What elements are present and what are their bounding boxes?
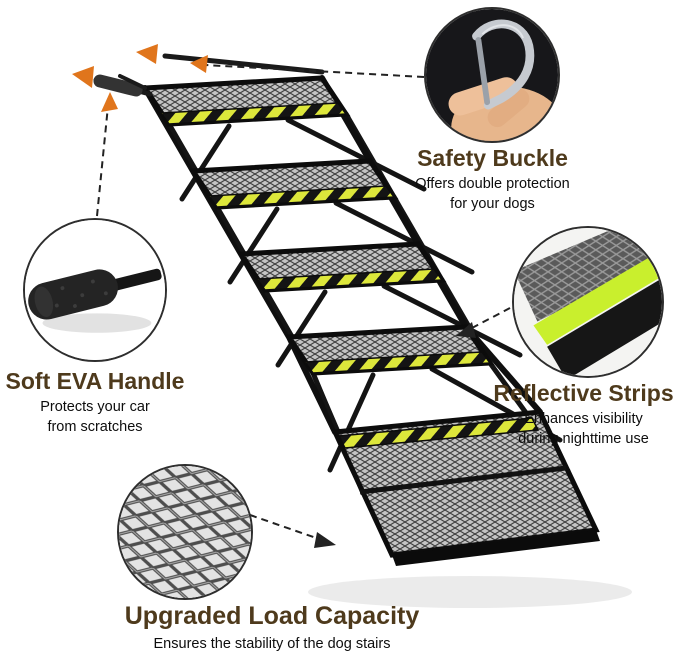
connector-reflective-strips — [469, 307, 511, 330]
reflective-strip-4 — [303, 351, 492, 374]
load-capacity-desc-line1: Ensures the stability of the dog stairs — [153, 635, 391, 652]
carabiner-icon — [472, 19, 535, 110]
handles — [72, 44, 325, 97]
reflective-strip-3 — [255, 268, 444, 291]
platform-cross-bar — [359, 465, 567, 495]
connector-arrow-reflective-icon — [456, 322, 476, 338]
callout-reflective-strips: Reflective Strips Enhances visibility du… — [488, 380, 679, 449]
callout-connectors — [96, 64, 511, 541]
connector-load-capacity — [249, 514, 323, 541]
connector-arrow-safety-buckle-icon — [190, 55, 208, 73]
connector-safety-buckle — [204, 64, 425, 78]
reflective-strip-2 — [207, 185, 396, 208]
mesh-closeup — [514, 228, 662, 322]
reflective-strips-desc-line2: during nighttime use — [518, 430, 649, 447]
safety-buckle-desc-line2: for your dogs — [450, 195, 535, 212]
load-capacity-mesh-photo — [117, 464, 253, 600]
eva-handle-title: Soft EVA Handle — [5, 368, 185, 394]
callout-eva-handle: Soft EVA Handle Protects your car from s… — [0, 368, 190, 437]
load-capacity-title: Upgraded Load Capacity — [124, 602, 420, 630]
safety-buckle-desc-line1: Offers double protection — [415, 176, 570, 193]
foam-handle-icon — [28, 268, 162, 320]
platform-front-lip — [392, 530, 600, 566]
fold-arrow-top-icon — [136, 44, 158, 64]
eva-handle-desc-line1: Protects your car — [40, 399, 150, 416]
safety-buckle-title: Safety Buckle — [417, 145, 568, 171]
frame-bar — [547, 278, 662, 376]
eva-handle-photo — [23, 218, 167, 362]
reflective-strip-5 — [337, 417, 540, 449]
connector-arrow-eva-handle-icon — [101, 92, 118, 112]
reflective-strip-1 — [159, 102, 348, 125]
stairs-treads — [140, 75, 600, 566]
foam-grip — [93, 74, 143, 97]
reflective-strips-title: Reflective Strips — [493, 380, 674, 406]
ground-shadow — [308, 576, 632, 608]
callout-safety-buckle: Safety Buckle Offers double protection f… — [385, 145, 600, 214]
reflective-strip-photo — [512, 226, 664, 378]
reflective-strips-desc-line1: Enhances visibility — [524, 411, 643, 428]
connector-eva-handle — [96, 105, 109, 217]
eva-handle-desc-line2: from scratches — [47, 418, 143, 435]
metal-mesh-icon — [119, 466, 251, 598]
safety-buckle-photo — [424, 7, 560, 143]
reflective-strip-icon — [533, 253, 662, 345]
handle-bar-top — [162, 53, 325, 75]
connector-arrow-load-icon — [314, 532, 336, 548]
callout-load-capacity: Upgraded Load Capacity Ensures the stabi… — [52, 602, 492, 654]
fold-arrow-left-icon — [72, 66, 94, 88]
